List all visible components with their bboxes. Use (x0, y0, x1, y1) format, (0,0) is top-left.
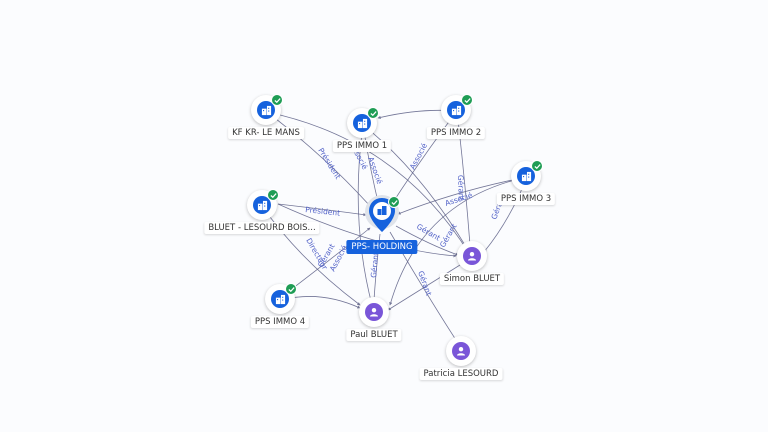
node-circle (457, 241, 487, 271)
node-label: PPS IMMO 3 (496, 193, 556, 205)
edge-bluet-main (277, 203, 367, 217)
node-circle (446, 336, 476, 366)
building-icon (257, 101, 275, 119)
node-circle (359, 297, 389, 327)
edge-label-main-gerant: Gérant (369, 252, 380, 279)
edge-pps2-simon (456, 110, 472, 246)
building-icon (271, 290, 289, 308)
edge-kf-main (266, 111, 379, 216)
verified-check-icon (267, 189, 279, 201)
verified-check-icon (271, 94, 283, 106)
edge-main-simon (395, 225, 459, 256)
person-icon (452, 342, 470, 360)
verified-check-icon (531, 160, 543, 172)
building-icon (447, 101, 465, 119)
edge-simon-paul (387, 264, 461, 311)
edge-label-pps2-associe: Associé (408, 141, 429, 171)
node-circle (251, 95, 281, 125)
edge-label-bluet-president: Président (305, 205, 341, 218)
edge-pps3-paul (389, 176, 528, 306)
edge-label-main-gerant-2: Gérant (415, 222, 442, 243)
node-label: Patricia LESOURD (419, 368, 503, 380)
node-circle (247, 190, 277, 220)
building-icon (353, 114, 371, 132)
node-label: Paul BLUET (346, 329, 402, 341)
building-icon (253, 196, 271, 214)
node-label: KF KR- LE MANS (228, 127, 304, 139)
node-label: Simon BLUET (439, 273, 505, 285)
verified-check-icon (461, 94, 473, 106)
verified-check-icon (367, 107, 379, 119)
verified-check-icon (388, 196, 400, 208)
node-label: PPS IMMO 1 (332, 140, 392, 152)
verified-check-icon (285, 283, 297, 295)
node-label: BLUET - LESOURD BOIS... (204, 222, 320, 234)
person-icon (463, 247, 481, 265)
edge-bluet-paul (261, 205, 361, 306)
building-icon (517, 167, 535, 185)
node-label: PPS IMMO 4 (250, 316, 310, 328)
edge-pps1-simon (362, 124, 469, 251)
edge-kf-simon (266, 111, 471, 256)
node-label: PPS IMMO 2 (426, 127, 486, 139)
node-circle (265, 284, 295, 314)
person-icon (365, 303, 383, 321)
node-label: PPS- HOLDING (346, 240, 418, 254)
edge-label-pps2-gerant: Gérant (456, 175, 466, 201)
